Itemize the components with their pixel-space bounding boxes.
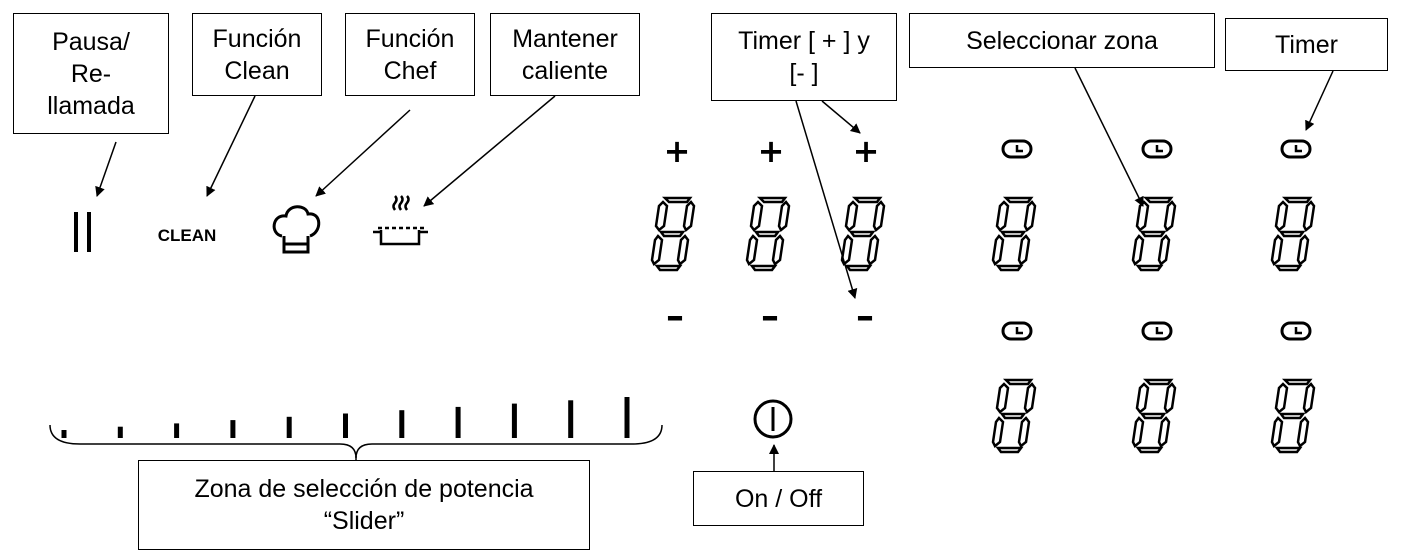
slider-step-9[interactable] [511,403,517,438]
arrow-timer-plus [821,100,861,134]
power-icon[interactable] [753,399,793,439]
callout-select-zone: Seleccionar zona [909,13,1215,68]
callout-slider-zone: Zona de selección de potencia “Slider” [138,460,590,550]
slider-step-4[interactable] [230,420,236,438]
clock-icon [1280,139,1312,159]
arrow-select-zone [1074,67,1144,207]
timer-column-1: + – [650,132,696,337]
slider-step-10[interactable] [568,400,574,438]
chef-hat-icon[interactable] [272,205,321,254]
keep-warm-pot-icon[interactable] [373,195,428,246]
callout-timer-plus-minus: Timer [ + ] y [- ] [711,13,897,101]
arrow-keep-warm [423,95,556,207]
clock-icon [1001,139,1033,159]
timer-minus-button[interactable]: – [856,296,874,337]
slider-step-6[interactable] [343,413,348,439]
zone-bottom-middle[interactable] [1131,321,1177,454]
arrow-timer-minus [795,100,858,299]
callout-on-off: On / Off [693,471,864,526]
callout-chef: Función Chef [345,13,475,96]
clock-icon [1280,321,1312,341]
clean-button-label[interactable]: CLEAN [158,226,217,245]
slider-step-3[interactable] [174,423,180,438]
clock-icon [1141,321,1173,341]
zone-top-right[interactable] [1270,139,1316,272]
timer-minus-button[interactable]: – [666,296,684,337]
zone-top-left[interactable] [991,139,1037,272]
callout-keep-warm: Mantener caliente [490,13,640,96]
arrow-pause [95,141,117,197]
timer-plus-button[interactable]: + [758,132,785,170]
slider-step-2[interactable] [117,426,123,438]
arrow-timer [1305,70,1334,131]
zone-bottom-right[interactable] [1270,321,1316,454]
slider-step-5[interactable] [286,416,292,438]
callout-pause: Pausa/ Re- llamada [13,13,169,134]
slider-step-7[interactable] [399,410,405,438]
slider-step-11[interactable] [624,397,630,438]
power-slider[interactable] [61,397,630,439]
zone-bottom-left[interactable] [991,321,1037,454]
pause-icon[interactable] [74,212,91,252]
timer-plus-button[interactable]: + [853,132,880,170]
arrow-clean [206,95,256,197]
clock-icon [1001,321,1033,341]
zone-top-middle[interactable] [1131,139,1177,272]
callout-timer: Timer [1225,18,1388,71]
callout-clean: Función Clean [192,13,322,96]
slider-step-8[interactable] [455,406,461,438]
arrow-chef [315,109,411,197]
timer-minus-button[interactable]: – [761,296,779,337]
timer-column-2: + – [745,132,791,337]
slider-step-1[interactable] [61,430,67,438]
timer-column-3: + – [840,132,886,337]
clock-icon [1141,139,1173,159]
timer-plus-button[interactable]: + [664,132,691,170]
slider-brace [49,424,663,459]
